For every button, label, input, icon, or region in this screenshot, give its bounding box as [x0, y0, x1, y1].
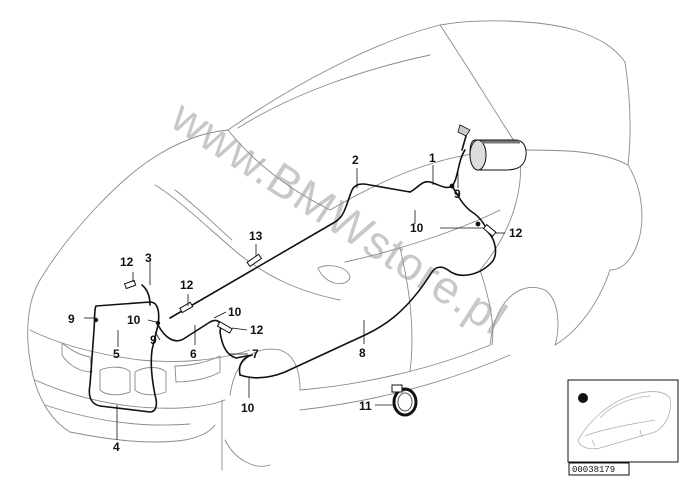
reference-number: 00038179 [572, 465, 615, 475]
fuel-filter [457, 124, 527, 171]
label-10-left: 10 [127, 313, 141, 327]
pipe-1 [409, 149, 466, 193]
label-13: 13 [249, 229, 263, 243]
label-9-top: 9 [454, 187, 461, 201]
label-12-left: 12 [120, 255, 134, 269]
label-2: 2 [352, 153, 359, 167]
label-11: 11 [359, 399, 372, 413]
label-9-mid: 9 [150, 333, 157, 347]
label-4: 4 [113, 440, 120, 454]
pipe-6 [157, 319, 222, 342]
leader-lines [84, 165, 505, 440]
label-9-left: 9 [68, 312, 75, 326]
pipe-8 [239, 231, 497, 379]
hose-clamp [391, 384, 418, 417]
label-5: 5 [113, 347, 120, 361]
label-10-right: 10 [410, 221, 424, 235]
label-12-lower: 12 [250, 323, 264, 337]
pipe-1-branch [451, 185, 489, 233]
label-10-bottom: 10 [241, 401, 255, 415]
label-6: 6 [190, 347, 197, 361]
pipe-5 [88, 301, 160, 413]
label-12-center: 12 [180, 278, 194, 292]
label-12-right: 12 [509, 226, 523, 240]
label-10-center: 10 [228, 305, 242, 319]
pipe-3 [141, 284, 151, 306]
reference-thumbnail: 00038179 [567, 379, 679, 476]
pipe-10-lower [238, 354, 253, 376]
fittings [93, 183, 497, 334]
car-body-outline [27, 20, 643, 471]
label-8: 8 [359, 346, 366, 360]
pipe-2 [169, 183, 411, 319]
part-labels: 1 2 3 4 5 6 7 8 9 9 9 10 10 10 10 11 12 … [68, 151, 523, 454]
pipe-7 [219, 331, 253, 359]
label-1: 1 [429, 151, 436, 165]
label-3: 3 [145, 251, 152, 265]
label-7: 7 [252, 347, 259, 361]
